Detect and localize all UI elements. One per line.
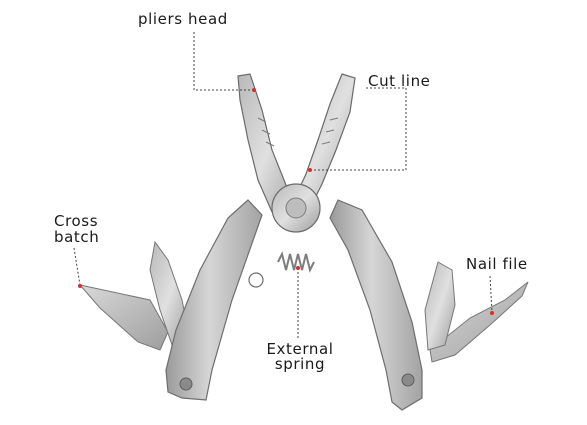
cross-batch-tool	[78, 284, 169, 351]
nail-file-marker	[490, 311, 494, 315]
label-nail-file: Nail file	[466, 255, 528, 273]
right-knife-blade	[424, 261, 456, 351]
label-cut-line: Cut line	[368, 72, 431, 90]
label-external-spring-line1: External	[266, 340, 334, 358]
jaw-teeth	[257, 117, 339, 147]
left-handle-rivet	[179, 377, 193, 391]
label-external-spring-line2: spring	[274, 355, 326, 373]
external-spring-marker	[296, 266, 300, 270]
left-handle	[165, 199, 263, 401]
right-handle-rivet	[401, 373, 415, 387]
pivot-screw	[285, 197, 307, 219]
cut-line-leader	[310, 87, 407, 171]
pliers-head-leader	[193, 32, 254, 91]
cut-line-marker	[308, 168, 312, 172]
leader-lines	[73, 32, 493, 340]
cross-batch-leader	[73, 247, 81, 286]
right-handle	[329, 199, 423, 411]
cross-batch-marker	[78, 284, 82, 288]
pliers-head-marker	[252, 88, 256, 92]
label-cross-batch-line2: batch	[54, 228, 100, 246]
marker-dots	[78, 88, 494, 315]
label-cross-batch-line1: Cross	[54, 212, 99, 230]
lanyard-hole	[248, 272, 264, 288]
external-spring	[277, 251, 315, 273]
nail-file-tool	[429, 281, 529, 363]
label-pliers-head: pliers head	[138, 10, 228, 28]
